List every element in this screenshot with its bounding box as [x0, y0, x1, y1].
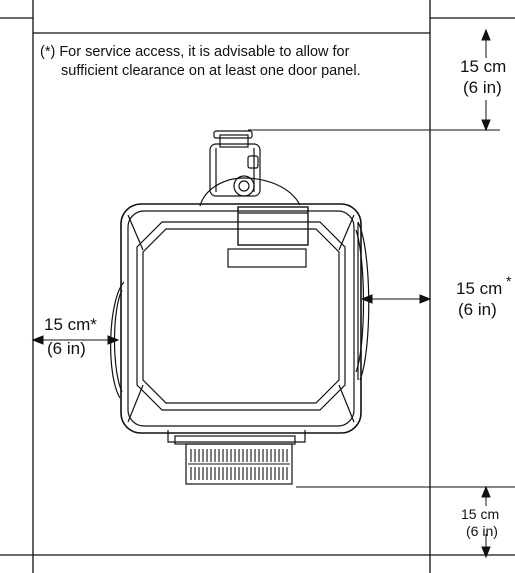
right-dimension-asterisk: *: [506, 273, 512, 289]
right-dimension-metric: 15 cm: [456, 279, 503, 298]
top-clearance-dimension: [248, 28, 500, 132]
top-dimension-metric: 15 cm: [460, 57, 507, 76]
bottom-dimension-imperial: (6 in): [466, 523, 498, 539]
note-line-1: (*) For service access, it is advisable …: [40, 44, 350, 60]
top-dimension-imperial: (6 in): [463, 78, 502, 97]
left-dimension-metric: 15 cm*: [44, 315, 97, 334]
bottom-clearance-dimension: [296, 485, 515, 559]
grille: [188, 449, 290, 480]
left-dimension-imperial: (6 in): [47, 339, 86, 358]
note-line-2: sufficient clearance on at least one doo…: [61, 63, 361, 79]
service-access-note: (*) For service access, it is advisable …: [40, 43, 361, 81]
unit-drawing: [110, 130, 370, 485]
bottom-dimension-metric: 15 cm: [461, 506, 500, 522]
right-dimension-imperial: (6 in): [458, 300, 497, 319]
right-clearance-dimension: [360, 294, 432, 304]
